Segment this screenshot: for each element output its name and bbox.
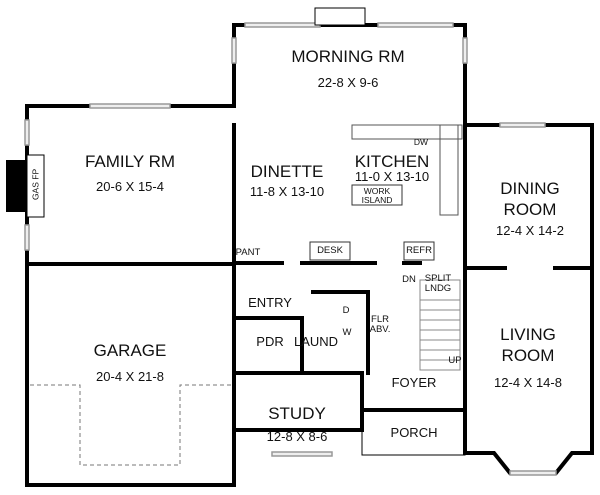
label-gas-fp: GAS FP — [30, 168, 41, 201]
label-work-island-l1: WORK — [363, 186, 391, 196]
label-split-l2: LNDG — [424, 283, 452, 294]
label-porch: PORCH — [390, 425, 438, 440]
room-name-dining-l1: DINING — [500, 179, 560, 198]
room-name-kitchen: KITCHEN — [354, 152, 430, 171]
room-dims-dining: 12-4 X 14-2 — [496, 223, 564, 238]
label-up: UP — [448, 355, 462, 366]
room-dims-study: 12-8 X 8-6 — [266, 429, 328, 444]
room-dims-dinette: 11-8 X 13-10 — [249, 184, 325, 199]
room-name-garage: GARAGE — [93, 341, 167, 360]
room-name-living-l1: LIVING — [500, 325, 556, 344]
room-name-study: STUDY — [268, 404, 326, 423]
room-name-dining-l2: ROOM — [503, 200, 557, 219]
room-dims-morning-rm: 22-8 X 9-6 — [317, 75, 379, 90]
room-dims-family-rm: 20-6 X 15-4 — [96, 179, 164, 194]
label-entry: ENTRY — [248, 295, 292, 310]
room-name-family-rm: FAMILY RM — [84, 152, 176, 171]
label-d: D — [342, 305, 350, 316]
label-dn: DN — [402, 274, 416, 285]
room-name-dinette: DINETTE — [250, 162, 324, 181]
room-name-living-l2: ROOM — [501, 346, 555, 365]
label-w: W — [342, 327, 352, 338]
room-dims-kitchen: 11-0 X 13-10 — [354, 169, 430, 184]
label-pant: PANT — [235, 247, 261, 258]
label-flr-abv-l2: ABV. — [369, 324, 391, 335]
room-name-morning-rm: MORNING RM — [291, 47, 405, 66]
label-desk: DESK — [317, 245, 343, 256]
room-dims-living: 12-4 X 14-8 — [494, 375, 562, 390]
label-dw: DW — [413, 137, 429, 147]
label-flr-abv-l1: FLR — [371, 314, 389, 325]
label-laund: LAUND — [293, 334, 339, 349]
label-foyer: FOYER — [391, 375, 437, 390]
room-dims-garage: 20-4 X 21-8 — [96, 369, 164, 384]
label-pdr: PDR — [256, 334, 284, 349]
label-work-island-l2: ISLAND — [361, 195, 393, 205]
label-refr: REFR — [406, 245, 432, 256]
label-split-l1: SPLIT — [424, 273, 452, 284]
